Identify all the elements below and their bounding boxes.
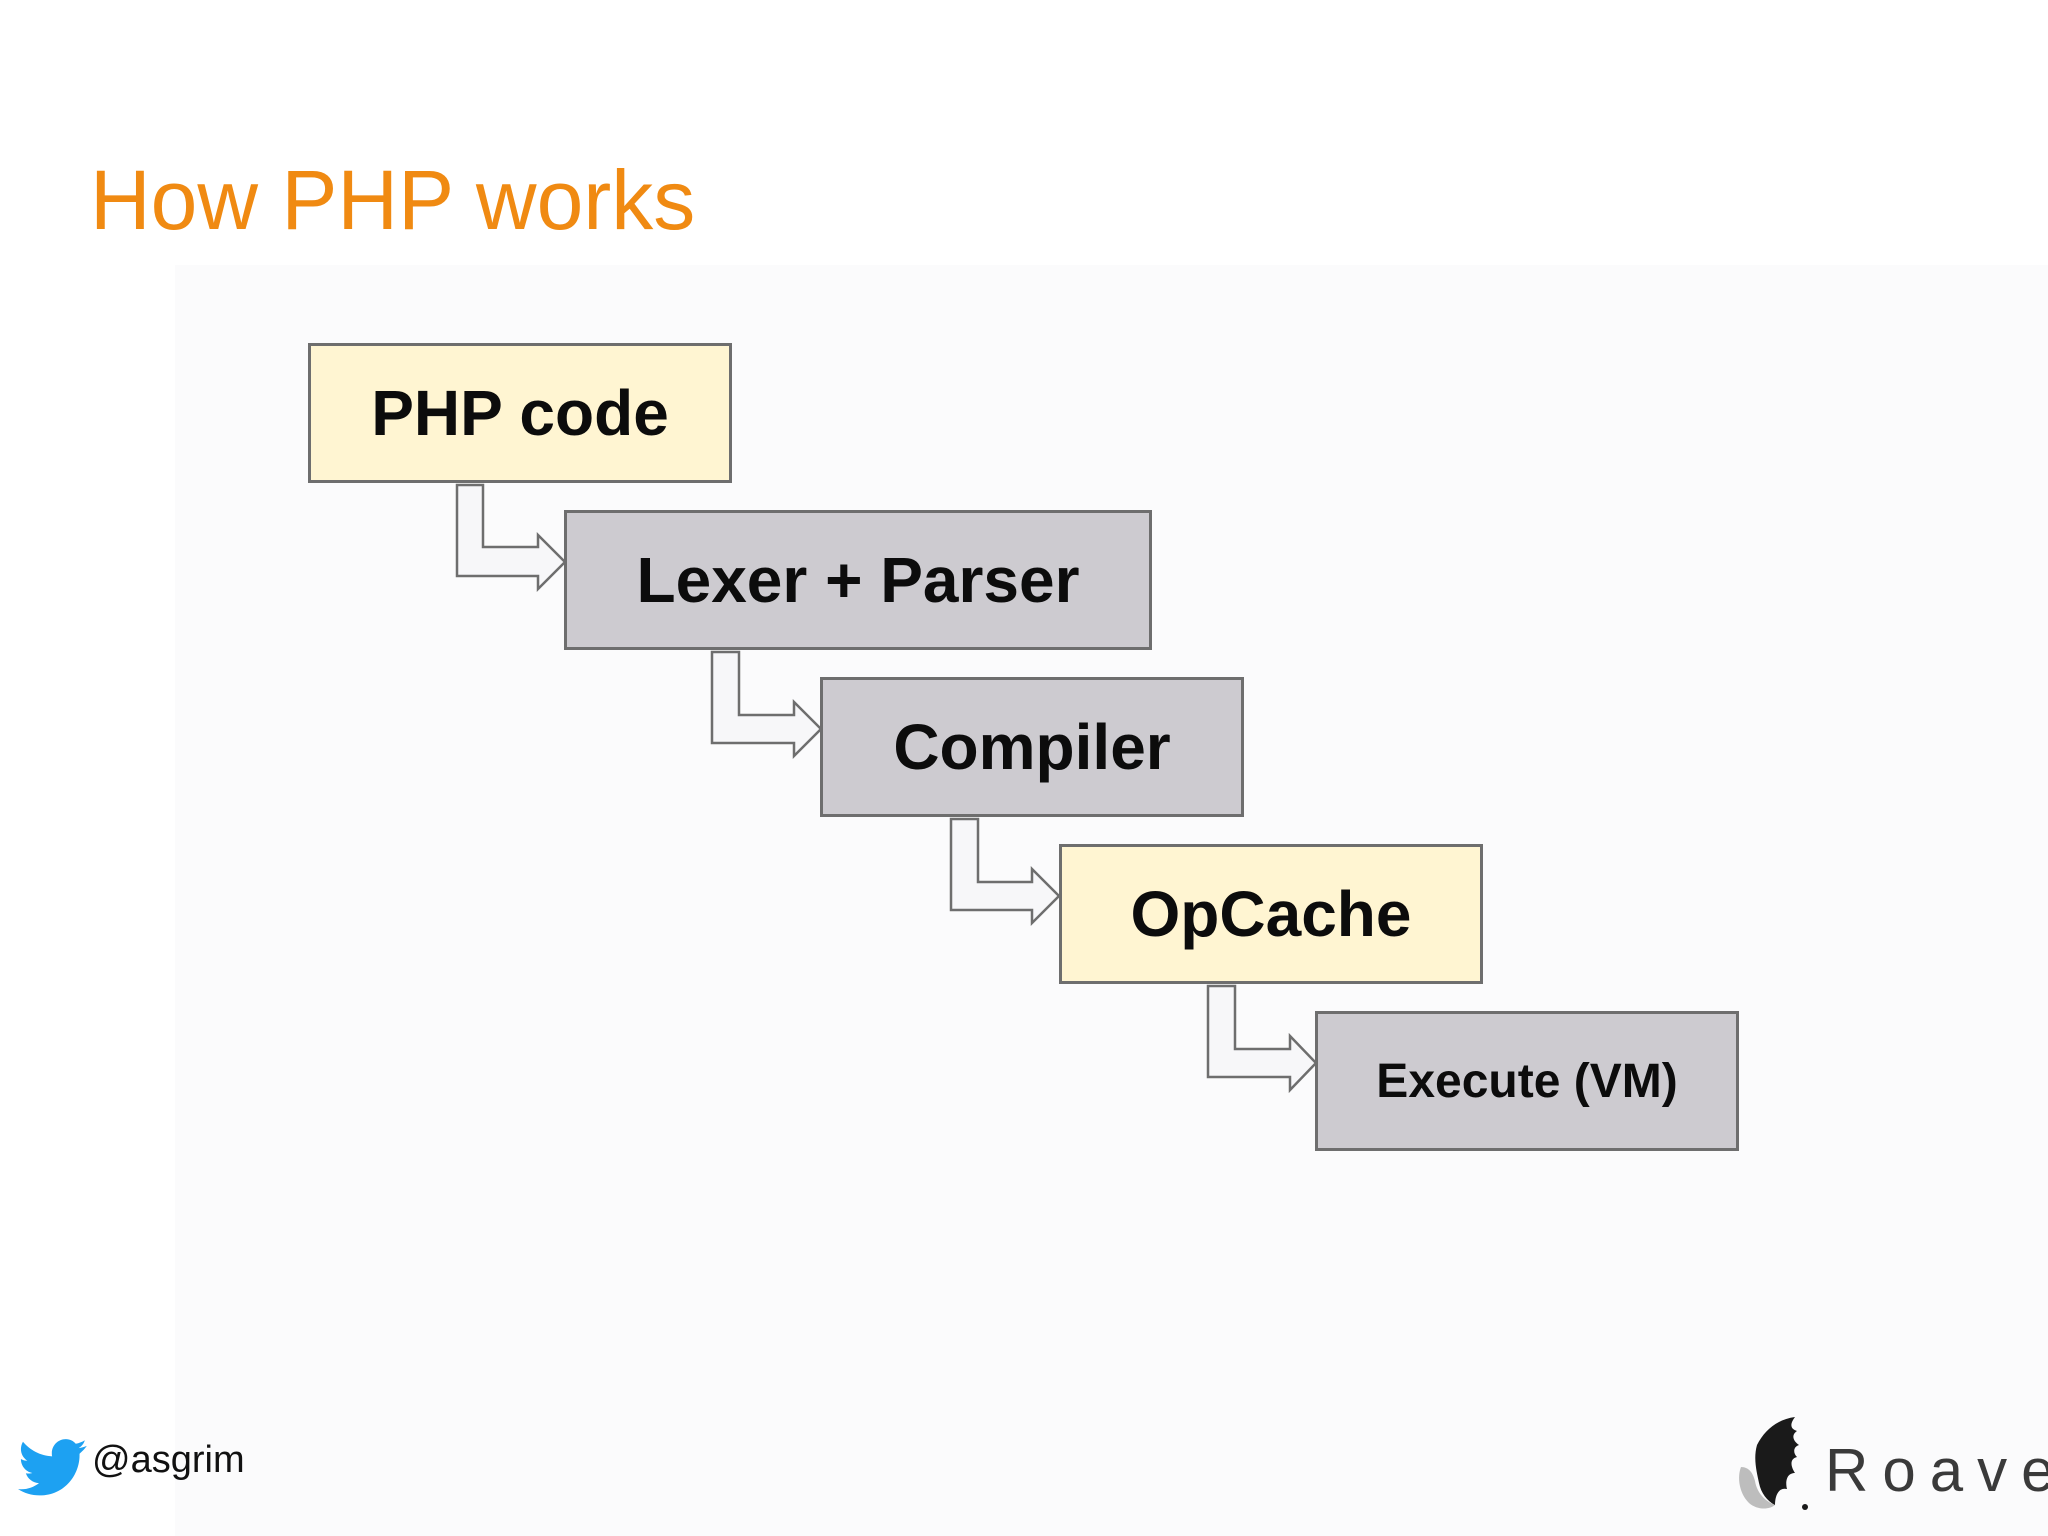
step-label: Execute (VM) (1376, 1054, 1678, 1108)
step-php-code: PHP code (308, 343, 732, 483)
step-label: OpCache (1130, 878, 1412, 950)
step-label: PHP code (371, 377, 669, 449)
roave-logo: Roave (1735, 1415, 2048, 1511)
step-compiler: Compiler (820, 677, 1244, 817)
step-execute-vm: Execute (VM) (1315, 1011, 1739, 1151)
step-label: Compiler (893, 711, 1171, 783)
twitter-handle-text: @asgrim (92, 1438, 245, 1481)
step-opcache: OpCache (1059, 844, 1483, 984)
roave-logo-text: Roave (1825, 1437, 2048, 1504)
twitter-bird-icon (18, 1439, 87, 1496)
step-label: Lexer + Parser (636, 544, 1080, 616)
twitter-handle: @asgrim (18, 1438, 245, 1498)
roave-logo-icon (1739, 1417, 1808, 1510)
step-lexer-parser: Lexer + Parser (564, 510, 1152, 650)
slide-title: How PHP works (90, 153, 696, 247)
